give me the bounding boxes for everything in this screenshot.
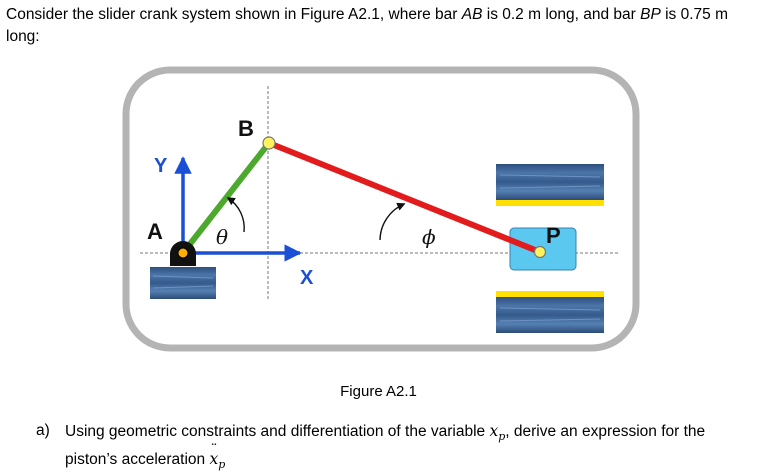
question-text-1: Using geometric constraints and differen…	[65, 423, 490, 440]
question-text-3: piston’s acceleration	[65, 451, 210, 469]
intro-text-1: Consider the slider crank system shown i…	[6, 6, 462, 23]
upper-guide-rail	[496, 200, 604, 206]
acceleration-variable: xp	[209, 439, 225, 471]
joint-p	[533, 245, 547, 259]
variable-xp: xp	[489, 422, 506, 444]
problem-statement: Consider the slider crank system shown i…	[6, 4, 751, 48]
lower-guide-rail	[496, 291, 604, 297]
label-theta: θ	[216, 225, 228, 249]
intro-text-2: is 0.2 m long, and bar	[482, 6, 641, 23]
lower-guide-block	[496, 297, 604, 333]
label-x: X	[300, 267, 314, 289]
label-b: B	[238, 116, 254, 141]
question-text: Using geometric constraints and differen…	[65, 420, 755, 476]
ground-block	[150, 267, 216, 299]
bar-bp-label: BP	[640, 6, 661, 23]
label-a: A	[147, 219, 163, 244]
bar-ab-label: AB	[461, 6, 483, 23]
theta-arc	[226, 197, 245, 233]
label-y: Y	[154, 155, 168, 177]
phi-arc	[379, 202, 406, 241]
label-phi: ϕ	[422, 225, 436, 249]
bar-bp	[267, 140, 542, 255]
figure-caption: Figure A2.1	[340, 383, 417, 400]
housing-frame	[122, 66, 640, 352]
question-text-2: , derive an expression for the	[505, 423, 706, 440]
joint-b	[262, 136, 276, 150]
upper-guide-block	[496, 164, 604, 200]
question-label: a)	[36, 422, 50, 439]
bar-ab	[180, 141, 272, 255]
intro-text-3: is 0.75 m long:	[6, 6, 728, 45]
label-p: P	[546, 223, 561, 248]
